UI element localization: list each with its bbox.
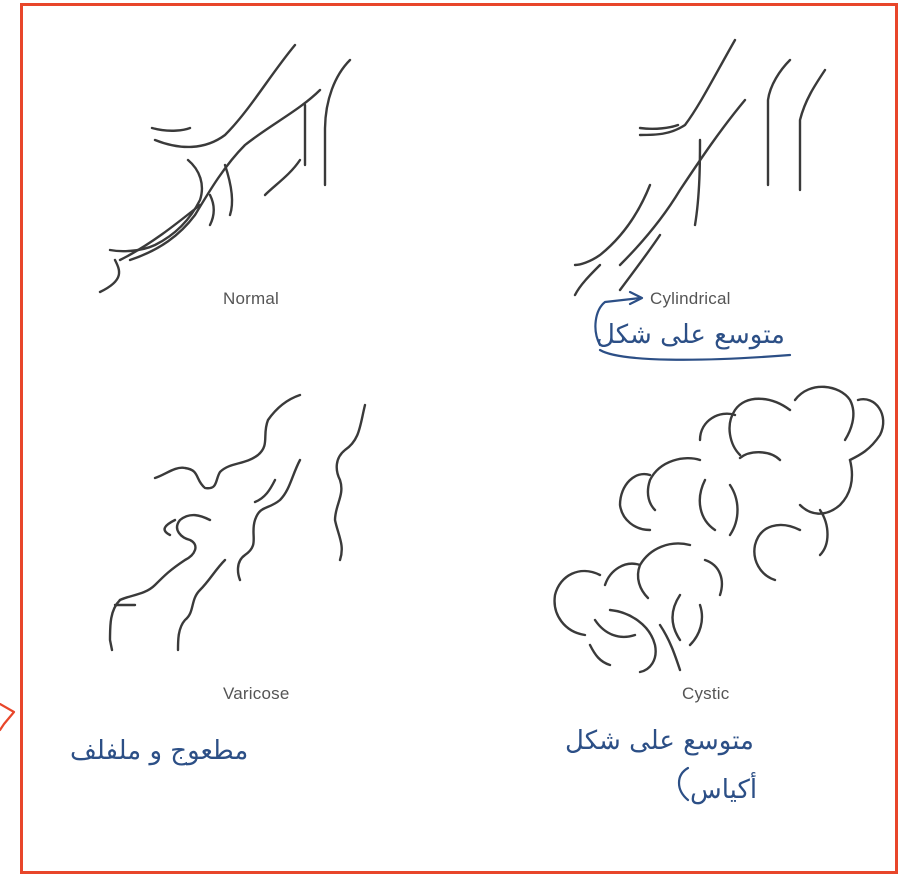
caption-cystic: Cystic xyxy=(682,684,729,704)
varicose-handwritten-note: مطعوج و ملفلف xyxy=(70,736,248,766)
cylindrical-bronchi-illustration xyxy=(575,40,825,295)
caption-varicose: Varicose xyxy=(223,684,289,704)
caption-cylindrical: Cylindrical xyxy=(650,289,731,309)
cylindrical-handwritten-note: متوسع على شكل xyxy=(596,320,785,350)
cystic-bronchi-illustration xyxy=(555,387,884,672)
margin-pointer-mark xyxy=(0,704,14,730)
caption-normal: Normal xyxy=(223,289,279,309)
varicose-bronchi-illustration xyxy=(110,395,365,650)
cylindrical-note-underline xyxy=(600,350,790,360)
cystic-note-bracket xyxy=(679,768,688,800)
normal-bronchi-illustration xyxy=(100,45,350,292)
cystic-handwritten-note-line1: متوسع على شكل xyxy=(565,726,754,756)
cystic-handwritten-note-line2: أكياس xyxy=(690,775,757,805)
